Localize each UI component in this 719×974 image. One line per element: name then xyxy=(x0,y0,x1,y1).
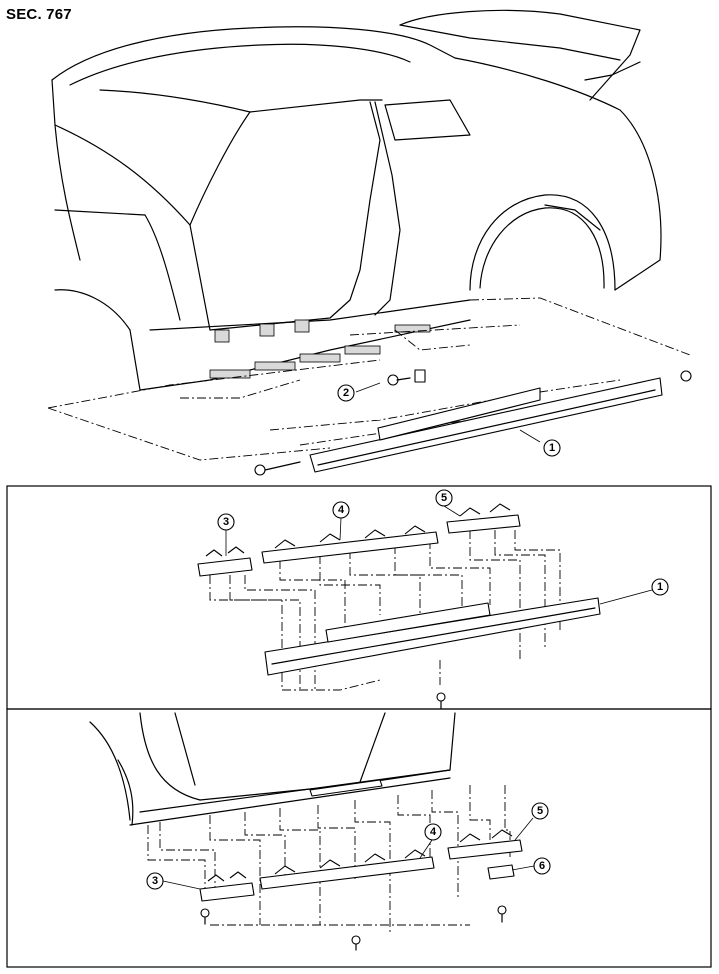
svg-text:3: 3 xyxy=(152,875,158,887)
callout-2-top: 2 xyxy=(337,382,381,402)
callout-4-mid: 4 xyxy=(332,501,350,541)
bracket-5-bottom xyxy=(447,829,523,860)
svg-text:1: 1 xyxy=(657,581,663,593)
section-label: SEC. 767 xyxy=(6,6,72,23)
svg-text:4: 4 xyxy=(430,826,437,838)
svg-text:3: 3 xyxy=(223,516,229,528)
svg-text:4: 4 xyxy=(338,504,345,516)
svg-text:6: 6 xyxy=(539,860,545,872)
callout-4-bottom: 4 xyxy=(419,823,442,859)
callout-3-bottom: 3 xyxy=(146,872,201,890)
svg-text:1: 1 xyxy=(549,442,555,454)
callout-5-mid: 5 xyxy=(435,489,461,517)
fastener-clip-mid xyxy=(436,692,446,709)
bracket-5-mid xyxy=(446,503,521,534)
bracket-6-bottom xyxy=(487,864,515,880)
svg-text:5: 5 xyxy=(537,805,543,817)
fastener-clips-top xyxy=(254,369,692,476)
svg-text:5: 5 xyxy=(441,492,447,504)
callout-5-bottom: 5 xyxy=(514,802,549,841)
top-assembly-guides xyxy=(47,297,691,461)
bottom-detail-frame xyxy=(6,708,712,968)
bracket-4-bottom xyxy=(259,849,435,890)
side-sill-cover-mid xyxy=(264,597,601,676)
callout-1-top: 1 xyxy=(519,429,561,457)
bracket-4-mid xyxy=(261,525,439,564)
side-sill-cover-top xyxy=(309,377,663,473)
vehicle-lower-side xyxy=(89,712,456,826)
bottom-assembly-guides xyxy=(147,785,511,935)
svg-text:2: 2 xyxy=(343,387,349,399)
mid-assembly-guides xyxy=(209,530,561,691)
vehicle-body-illustration xyxy=(51,9,662,391)
callout-3-mid: 3 xyxy=(217,513,235,556)
bracket-3-mid xyxy=(197,546,253,577)
callout-1-mid: 1 xyxy=(599,578,669,605)
bracket-3-bottom xyxy=(199,871,255,902)
fastener-clips-bottom xyxy=(200,905,507,951)
callout-6-bottom: 6 xyxy=(511,857,551,875)
middle-detail-frame xyxy=(6,485,712,710)
